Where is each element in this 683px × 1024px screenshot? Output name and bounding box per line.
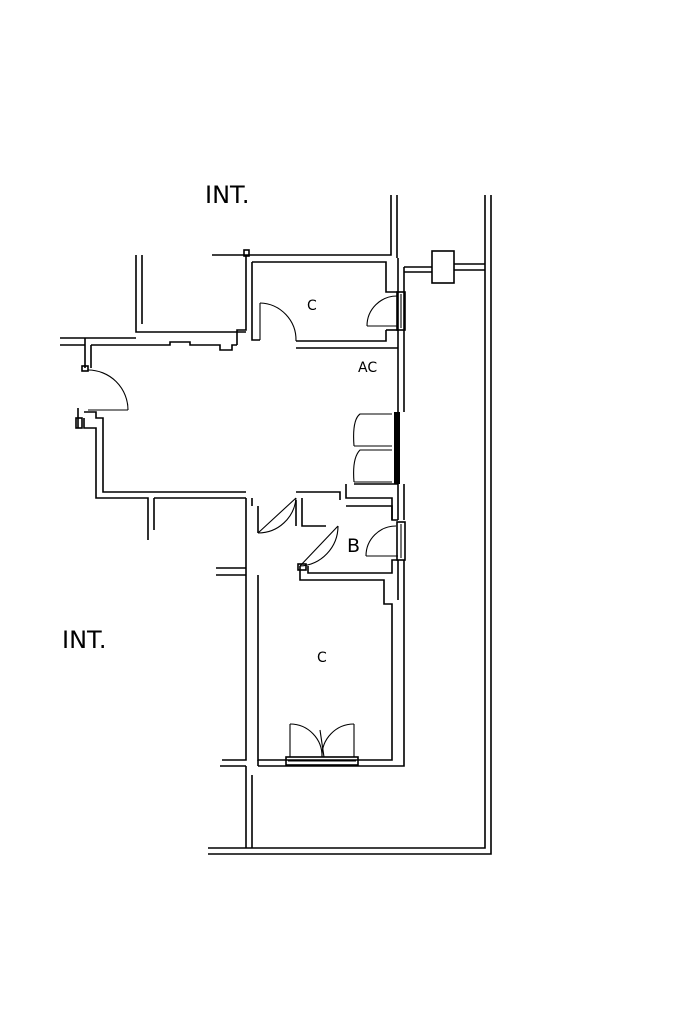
double-door-room-c-bottom bbox=[285, 723, 359, 766]
label-room-c-bottom: C bbox=[317, 650, 327, 666]
central-walls bbox=[216, 498, 259, 848]
door-left-wing bbox=[87, 369, 129, 411]
exterior-corridor-walls bbox=[208, 195, 492, 855]
label-room-c-top: C bbox=[307, 298, 317, 314]
labels: INT. INT. C AC B C bbox=[62, 181, 377, 666]
label-int-left: INT. bbox=[62, 626, 106, 654]
left-wing-walls bbox=[60, 255, 246, 540]
label-room-ac: AC bbox=[358, 360, 377, 376]
structural-column bbox=[404, 250, 485, 284]
room-b-walls bbox=[257, 483, 398, 761]
label-int-top: INT. bbox=[205, 181, 249, 209]
room-c-top-walls bbox=[236, 249, 398, 349]
inner-right-wall bbox=[258, 258, 405, 767]
door-central bbox=[257, 497, 297, 534]
door-room-b bbox=[299, 521, 406, 567]
double-door-ac bbox=[353, 412, 400, 484]
door-room-c-top bbox=[259, 302, 297, 342]
door-right-top bbox=[366, 291, 406, 331]
label-room-b: B bbox=[347, 535, 360, 557]
